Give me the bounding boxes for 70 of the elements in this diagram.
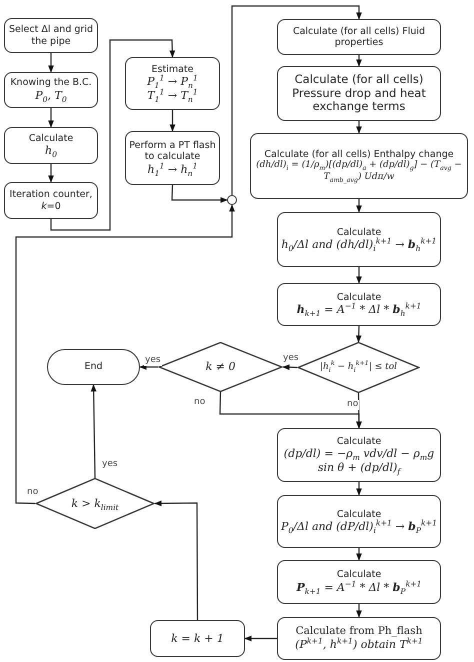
process-box <box>277 560 441 604</box>
node-text: Calculate <box>336 508 382 520</box>
arrow <box>356 482 362 496</box>
process-box <box>277 495 441 548</box>
node-text: Calculate (for all cells) Enthalpy change <box>264 149 455 160</box>
node-text: Calculate (for all cells) Pressure drop and heat exchange terms <box>291 72 427 114</box>
formula: k = k + 1 <box>171 632 224 646</box>
arrow <box>48 164 54 183</box>
edge-label: no <box>346 400 360 410</box>
node-text: Estimate <box>150 64 194 76</box>
formula: (P$^{k+1}$, h$^{k+1}$) obtain T$^{k+1}$ <box>295 638 423 652</box>
decision-diamond <box>297 342 420 393</box>
arrow <box>15 204 235 504</box>
arrow <box>90 384 96 478</box>
edge-label: yes <box>282 354 300 364</box>
arrow <box>48 108 54 128</box>
arrow <box>356 326 362 343</box>
terminal-box <box>47 349 140 385</box>
formula: |h$_{i}$$^{k}$ − h$_{i}$$^{k+1}$| ≤ tol <box>320 362 398 374</box>
arrow <box>231 5 362 195</box>
node-text: Knowing the B.C. <box>9 77 93 89</box>
arrow <box>356 267 362 284</box>
process-box <box>277 428 441 482</box>
process-box <box>4 18 98 53</box>
node-text: Perform a PT flash to calculate <box>128 140 217 162</box>
node-text: Calculate <box>336 569 382 580</box>
node-text: Calculate from Ph_flash <box>294 625 424 638</box>
edge-label: yes <box>101 460 119 470</box>
junction-circle <box>227 195 237 205</box>
node-text: Select Δl and grid the pipe <box>8 24 94 47</box>
arrow <box>244 636 277 642</box>
node-text: Calculate <box>336 436 382 447</box>
process-box <box>125 131 220 185</box>
process-box <box>4 127 98 164</box>
arrow <box>356 199 362 213</box>
arrow <box>356 121 362 134</box>
process-box <box>277 212 441 267</box>
process-box <box>4 182 98 219</box>
process-box <box>150 620 245 657</box>
formula: k ≠ 0 <box>206 360 236 374</box>
arrow <box>356 55 362 67</box>
process-box <box>125 57 220 110</box>
arrow <box>139 364 158 370</box>
process-box <box>277 283 441 326</box>
arrow <box>48 53 54 73</box>
node-text: Calculate (for all cells) Fluid properties <box>292 26 426 48</box>
arrow <box>171 184 228 203</box>
arrow <box>356 548 362 561</box>
node-text: Calculate <box>336 226 382 238</box>
formula: (dh/dl)$_{i}$ = (1/ρ$_{m}$)[(dp/dl)$_{a}$ + (dp/dl)$_{g}$] − (T$_{avg}$ − T$_{amb_avg}$) Udπ/w <box>255 160 463 183</box>
node-text: Calculate <box>28 132 74 144</box>
process-box <box>4 72 98 108</box>
arrow <box>356 393 362 429</box>
process-box <box>250 133 468 199</box>
process-box <box>277 19 441 55</box>
arrow <box>356 604 362 618</box>
node-text: End <box>83 361 104 373</box>
formula: (dp/dl) = −ρ$_{m}$ vdv/dl − ρ$_{m}$g sin θ + (dp/dl)$_{f}$ <box>282 446 436 474</box>
formula: k > k$_{limit}$ <box>71 496 119 510</box>
node-text: Iteration counter, k=0 <box>8 189 94 212</box>
edge-label: yes <box>144 356 162 366</box>
arrow <box>50 39 176 231</box>
arrow <box>170 110 176 132</box>
node-text: Calculate <box>336 292 382 303</box>
arrow <box>282 364 298 370</box>
process-box <box>277 617 441 660</box>
process-box <box>277 66 441 121</box>
formula: P$_{0}$, T$_{0}$ <box>35 88 67 103</box>
arrow <box>154 500 198 620</box>
formula: h$_{0}$ <box>45 144 57 158</box>
